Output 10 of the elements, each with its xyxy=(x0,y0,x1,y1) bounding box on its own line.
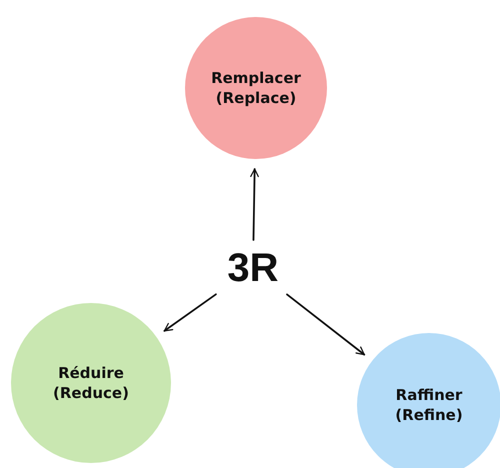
arrow xyxy=(286,294,366,356)
node-label: (Replace) xyxy=(216,88,296,108)
node-label: Raffiner xyxy=(396,384,462,405)
hub-label: 3R xyxy=(215,244,291,292)
node-label: Remplacer xyxy=(211,68,301,88)
node-label: (Reduce) xyxy=(53,383,129,404)
arrow xyxy=(250,168,259,241)
arrow xyxy=(163,293,217,332)
node-label: (Refine) xyxy=(395,405,463,426)
node-label: Réduire xyxy=(58,362,124,383)
